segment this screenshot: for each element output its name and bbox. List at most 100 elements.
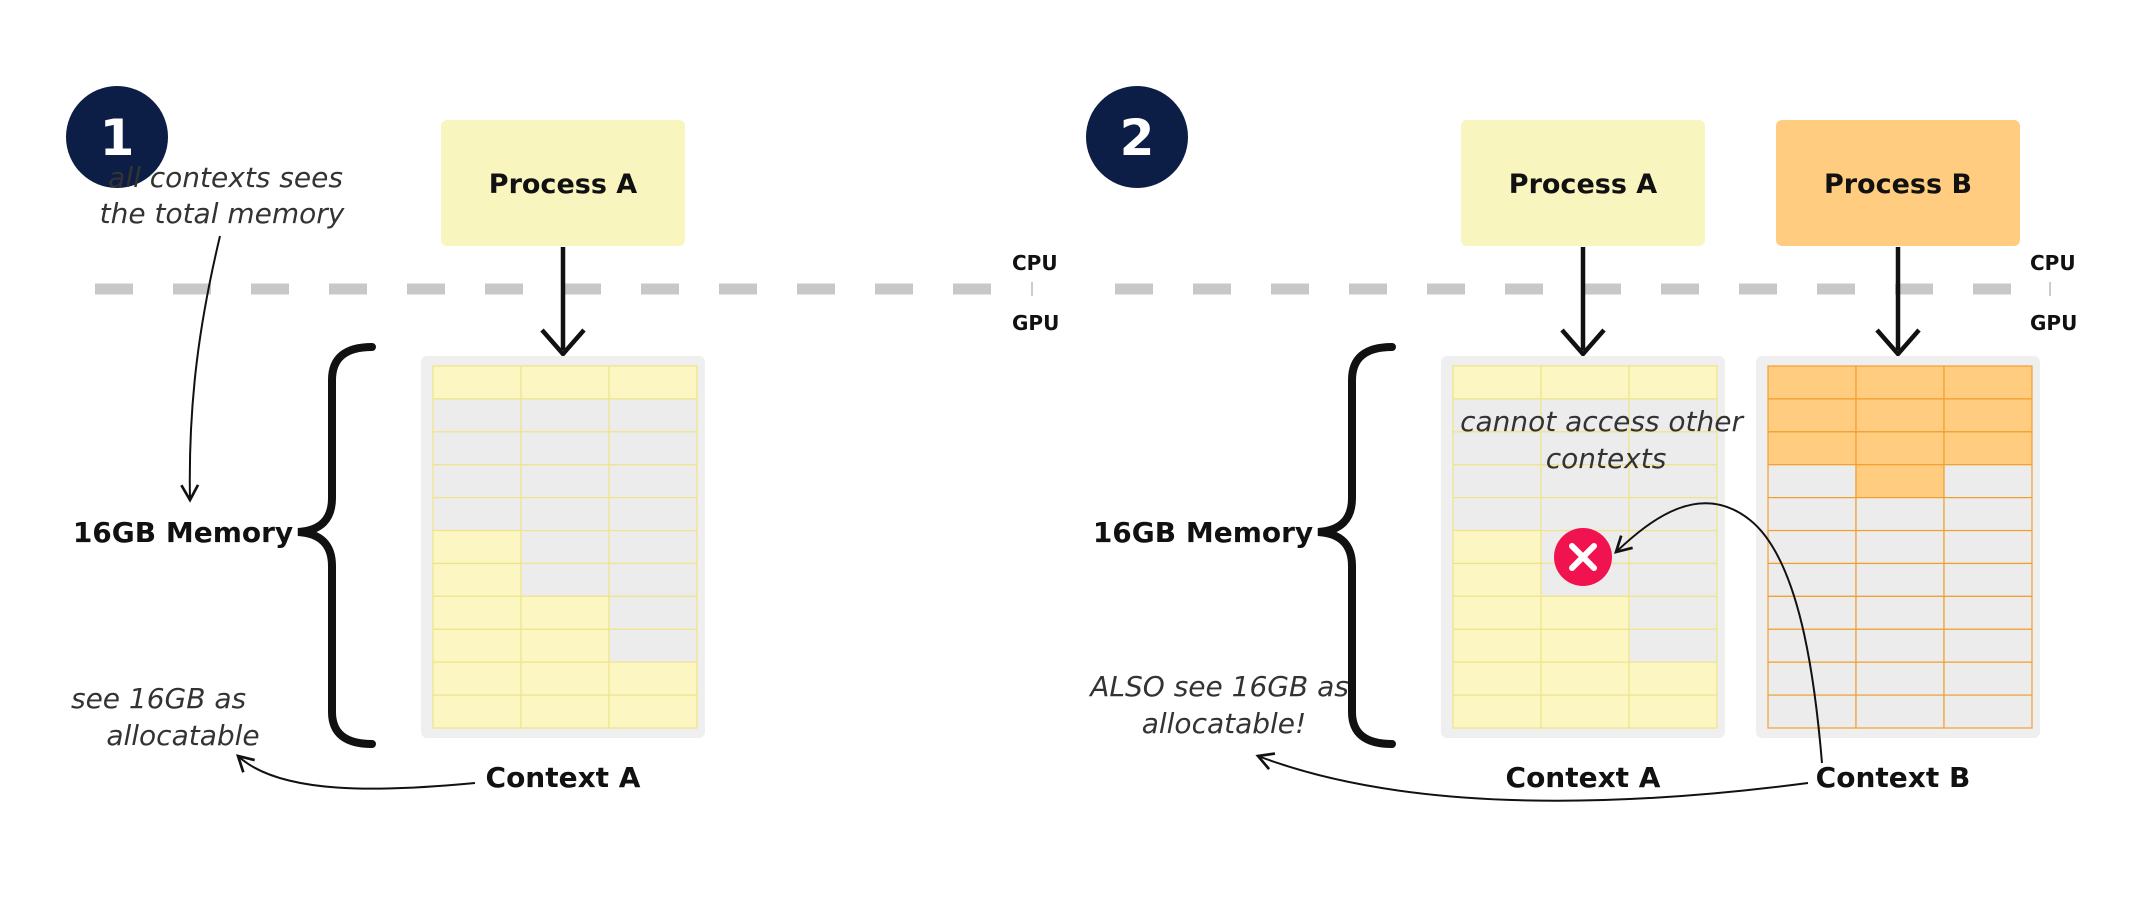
memory-cell <box>432 398 522 433</box>
memory-cell <box>1943 464 2033 499</box>
memory-cell <box>1452 365 1542 400</box>
memory-cell <box>520 431 610 466</box>
memory-cell <box>1452 464 1542 499</box>
annotation-cannot-access-line2: contexts <box>1546 442 1667 475</box>
context-b-label: Context B <box>1816 761 1971 794</box>
memory-cell <box>1540 431 1630 466</box>
process-a-label: Process A <box>489 169 638 200</box>
annotation-all-contexts-line2: the total memory <box>100 197 345 230</box>
memory-label: 16GB Memory <box>73 516 293 549</box>
memory-cell <box>520 365 610 400</box>
access-attempt-arrow <box>1614 502 1823 764</box>
memory-cell <box>1943 628 2033 663</box>
memory-cell <box>608 562 698 597</box>
memory-cell <box>432 661 522 696</box>
memory-cell <box>520 562 610 597</box>
memory-label-2: 16GB Memory <box>1093 516 1313 549</box>
memory-cell <box>1452 497 1542 532</box>
process-a-box <box>441 120 685 246</box>
step-number-2: 2 <box>1120 109 1155 167</box>
memory-cell <box>608 431 698 466</box>
memory-cell <box>608 398 698 433</box>
memory-brace-2 <box>1317 343 1396 748</box>
memory-cell <box>520 661 610 696</box>
memory-cell <box>432 431 522 466</box>
annotation-allocatable-line2: allocatable <box>106 719 259 752</box>
memory-cell <box>1628 661 1718 696</box>
context-a-memory-grid-2 <box>1452 365 1718 729</box>
memory-cell <box>1628 365 1718 400</box>
memory-cell <box>608 365 698 400</box>
memory-cell <box>1943 661 2033 696</box>
memory-cell <box>608 694 698 729</box>
memory-cell <box>520 464 610 499</box>
memory-cell <box>1855 497 1945 532</box>
memory-cell <box>608 529 698 565</box>
memory-cell <box>1628 464 1718 499</box>
memory-cell <box>520 398 610 433</box>
memory-cell <box>1628 628 1718 663</box>
close-x-icon <box>1569 543 1597 571</box>
memory-brace <box>297 343 376 748</box>
memory-cell <box>608 628 698 663</box>
panel-1: CPU GPU Process A 16GB Memory 1 all cont… <box>66 86 1059 794</box>
memory-cell <box>608 497 698 532</box>
memory-cell <box>1855 694 1945 729</box>
cpu-label-2: CPU <box>2030 251 2076 275</box>
annotation-also-allocatable-line1: ALSO see 16GB as <box>1088 670 1349 703</box>
gpu-label: GPU <box>1012 311 1059 335</box>
memory-cell <box>432 529 522 565</box>
gpu-label-2: GPU <box>2030 311 2077 335</box>
memory-cell <box>1767 398 1857 433</box>
annotation-arrow-top <box>180 235 221 503</box>
memory-cell <box>1855 464 1945 499</box>
memory-cell <box>1540 497 1630 532</box>
annotation-cannot-access: cannot access other contexts <box>1460 405 1752 475</box>
memory-cell <box>432 595 522 630</box>
annotation-all-contexts-line1: all contexts sees <box>108 161 343 194</box>
annotation-arrow-bottom-2 <box>1255 752 1809 802</box>
memory-cell <box>1628 529 1718 565</box>
step-badge-1 <box>66 86 168 188</box>
memory-cell <box>1452 694 1542 729</box>
memory-cell <box>1855 628 1945 663</box>
context-a-memory-grid <box>432 365 698 729</box>
memory-cell <box>1943 595 2033 630</box>
memory-cell <box>1628 562 1718 597</box>
memory-cell <box>1540 365 1630 400</box>
process-a-label-2: Process A <box>1509 169 1658 200</box>
step-number-1: 1 <box>100 109 135 167</box>
process-b-box <box>1776 120 2020 246</box>
memory-cell <box>1855 595 1945 630</box>
cpu-label: CPU <box>1012 251 1058 275</box>
annotation-allocatable: see 16GB as allocatable <box>71 682 260 752</box>
annotation-all-contexts: all contexts sees the total memory <box>100 161 352 230</box>
context-a-label: Context A <box>486 761 641 794</box>
memory-cell <box>1628 595 1718 630</box>
memory-cell <box>1767 431 1857 466</box>
memory-cell <box>520 529 610 565</box>
memory-cell <box>1943 562 2033 597</box>
memory-cell <box>608 661 698 696</box>
memory-cell <box>1855 431 1945 466</box>
memory-cell <box>1628 431 1718 466</box>
memory-cell <box>1767 694 1857 729</box>
memory-cell <box>1767 595 1857 630</box>
memory-cell <box>1855 398 1945 433</box>
annotation-arrow-bottom <box>235 754 476 790</box>
memory-cell <box>520 628 610 663</box>
memory-cell <box>432 694 522 729</box>
memory-cell <box>1452 398 1542 433</box>
memory-cell <box>608 595 698 630</box>
memory-cell <box>1767 529 1857 565</box>
memory-cell <box>608 464 698 499</box>
memory-cell <box>1540 628 1630 663</box>
annotation-cannot-access-line1: cannot access other <box>1460 405 1744 438</box>
memory-cell <box>1767 628 1857 663</box>
panel-2: CPU GPU Process A Process B 16GB Memory … <box>1086 86 2077 802</box>
memory-cell <box>1943 529 2033 565</box>
memory-cell <box>1452 595 1542 630</box>
memory-cell <box>1628 694 1718 729</box>
